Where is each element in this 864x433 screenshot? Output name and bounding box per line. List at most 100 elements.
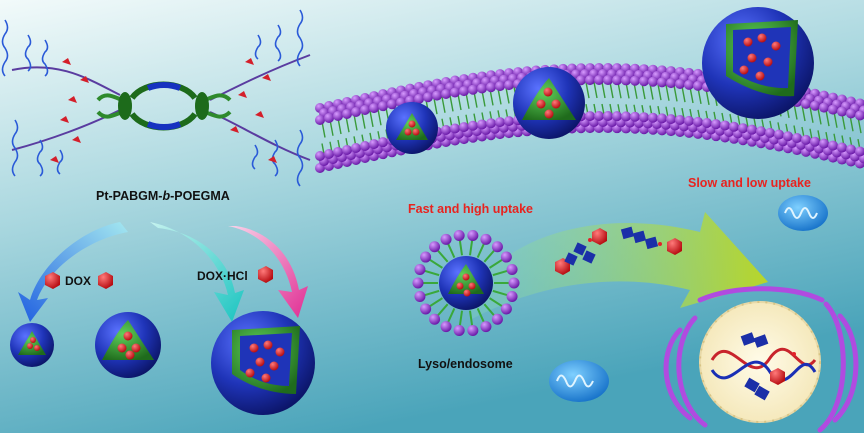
lipid-head: [441, 125, 451, 136]
corona-bead: [414, 291, 426, 303]
lipid-tail: [441, 96, 446, 113]
membrane-micelle-medium: [513, 67, 585, 139]
corona-bead: [508, 277, 520, 289]
polymer-structure: [1, 9, 311, 187]
lipid-head: [495, 117, 505, 128]
lipid-head: [720, 120, 730, 131]
lipid-tail: [593, 81, 598, 99]
lipid-tail: [673, 85, 678, 102]
slow-uptake-label: Slow and low uptake: [688, 176, 811, 190]
lipid-head: [657, 77, 667, 88]
lipid-head: [747, 124, 757, 135]
lipid-head: [738, 123, 748, 134]
lipid-head: [342, 108, 352, 119]
lipid-head: [378, 101, 388, 112]
lipid-head: [612, 75, 622, 86]
lipid-head: [477, 119, 487, 130]
lipid-head: [441, 89, 451, 100]
lipid-head: [594, 111, 604, 122]
corona-bead: [467, 229, 479, 241]
lipid-head: [504, 80, 514, 91]
lipid-head: [468, 120, 478, 131]
lipid-head: [603, 75, 613, 86]
micelle-medium: [95, 312, 161, 378]
lipid-head: [810, 100, 820, 111]
lipid-head: [333, 110, 343, 121]
lipid-head: [639, 112, 649, 123]
arrow-blue: [18, 222, 128, 322]
dox-hcl-label-group: DOX·HCl: [197, 266, 273, 283]
lipid-head: [450, 87, 460, 98]
corona-bead: [467, 325, 479, 337]
assembly-arrows: [18, 222, 308, 322]
lipid-head: [504, 116, 514, 127]
lipid-head: [630, 75, 640, 86]
corona-bead: [414, 263, 426, 275]
lipid-tail: [809, 106, 814, 123]
lipid-head: [468, 84, 478, 95]
fast-uptake-label: Fast and high uptake: [408, 202, 533, 216]
corona-bead: [420, 251, 432, 263]
corona-bead: [506, 291, 518, 303]
cell-membrane: [315, 63, 864, 173]
lipid-head: [612, 111, 622, 122]
lipid-head: [369, 139, 379, 150]
lipid-head: [765, 127, 775, 138]
lipid-head: [495, 81, 505, 92]
lipid-head: [693, 116, 703, 127]
lipid-head: [369, 103, 379, 114]
dox-label: DOX: [65, 274, 91, 288]
lysosome-core: [439, 256, 493, 310]
uptake-arrow: [470, 212, 768, 320]
membrane-micelle-small: [386, 102, 438, 154]
released-drugs: [555, 226, 682, 275]
lipid-head: [324, 148, 334, 159]
lipid-tail: [681, 86, 686, 103]
lipid-tail: [353, 114, 358, 131]
lipid-tail: [665, 84, 670, 101]
lipid-head: [585, 75, 595, 86]
corona-bead: [480, 321, 492, 333]
lipid-tail: [817, 108, 822, 125]
corona-bead: [429, 241, 441, 253]
lipid-head: [837, 106, 847, 117]
lipid-head: [819, 138, 829, 149]
mitochondrion-top: [778, 195, 828, 231]
corona-bead: [506, 263, 518, 275]
lipid-head: [684, 115, 694, 126]
lipid-head: [459, 86, 469, 97]
lipid-head: [315, 151, 325, 161]
lipid-head: [774, 129, 784, 140]
lipid-head: [477, 83, 487, 94]
lipid-head: [333, 146, 343, 157]
lipid-head: [603, 111, 613, 122]
arrow-pink: [228, 226, 308, 318]
lipid-head: [756, 126, 766, 137]
lipid-tail: [601, 81, 606, 99]
lipid-head: [450, 123, 460, 134]
lipid-head: [585, 111, 595, 122]
lipid-tail: [649, 83, 654, 100]
lipid-head: [855, 146, 864, 157]
lipid-head: [837, 142, 847, 153]
lipid-tail: [369, 110, 374, 128]
lipid-head: [648, 76, 658, 87]
endoplasmic-reticulum: [663, 286, 859, 433]
lipid-tail: [825, 109, 830, 127]
lipid-tail: [457, 93, 462, 111]
lipid-tail: [801, 104, 806, 122]
lipid-head: [630, 111, 640, 122]
lipid-head: [342, 144, 352, 155]
lipid-head: [315, 115, 325, 125]
lipid-tail: [585, 81, 590, 99]
lipid-head: [729, 121, 739, 132]
corona-bead: [480, 233, 492, 245]
lipid-head: [846, 108, 856, 119]
lipid-head: [828, 140, 838, 151]
corona-bead: [453, 325, 465, 337]
lipid-head: [828, 104, 838, 115]
lipid-head: [360, 105, 370, 116]
lipid-head: [459, 122, 469, 133]
corona-bead: [420, 303, 432, 315]
